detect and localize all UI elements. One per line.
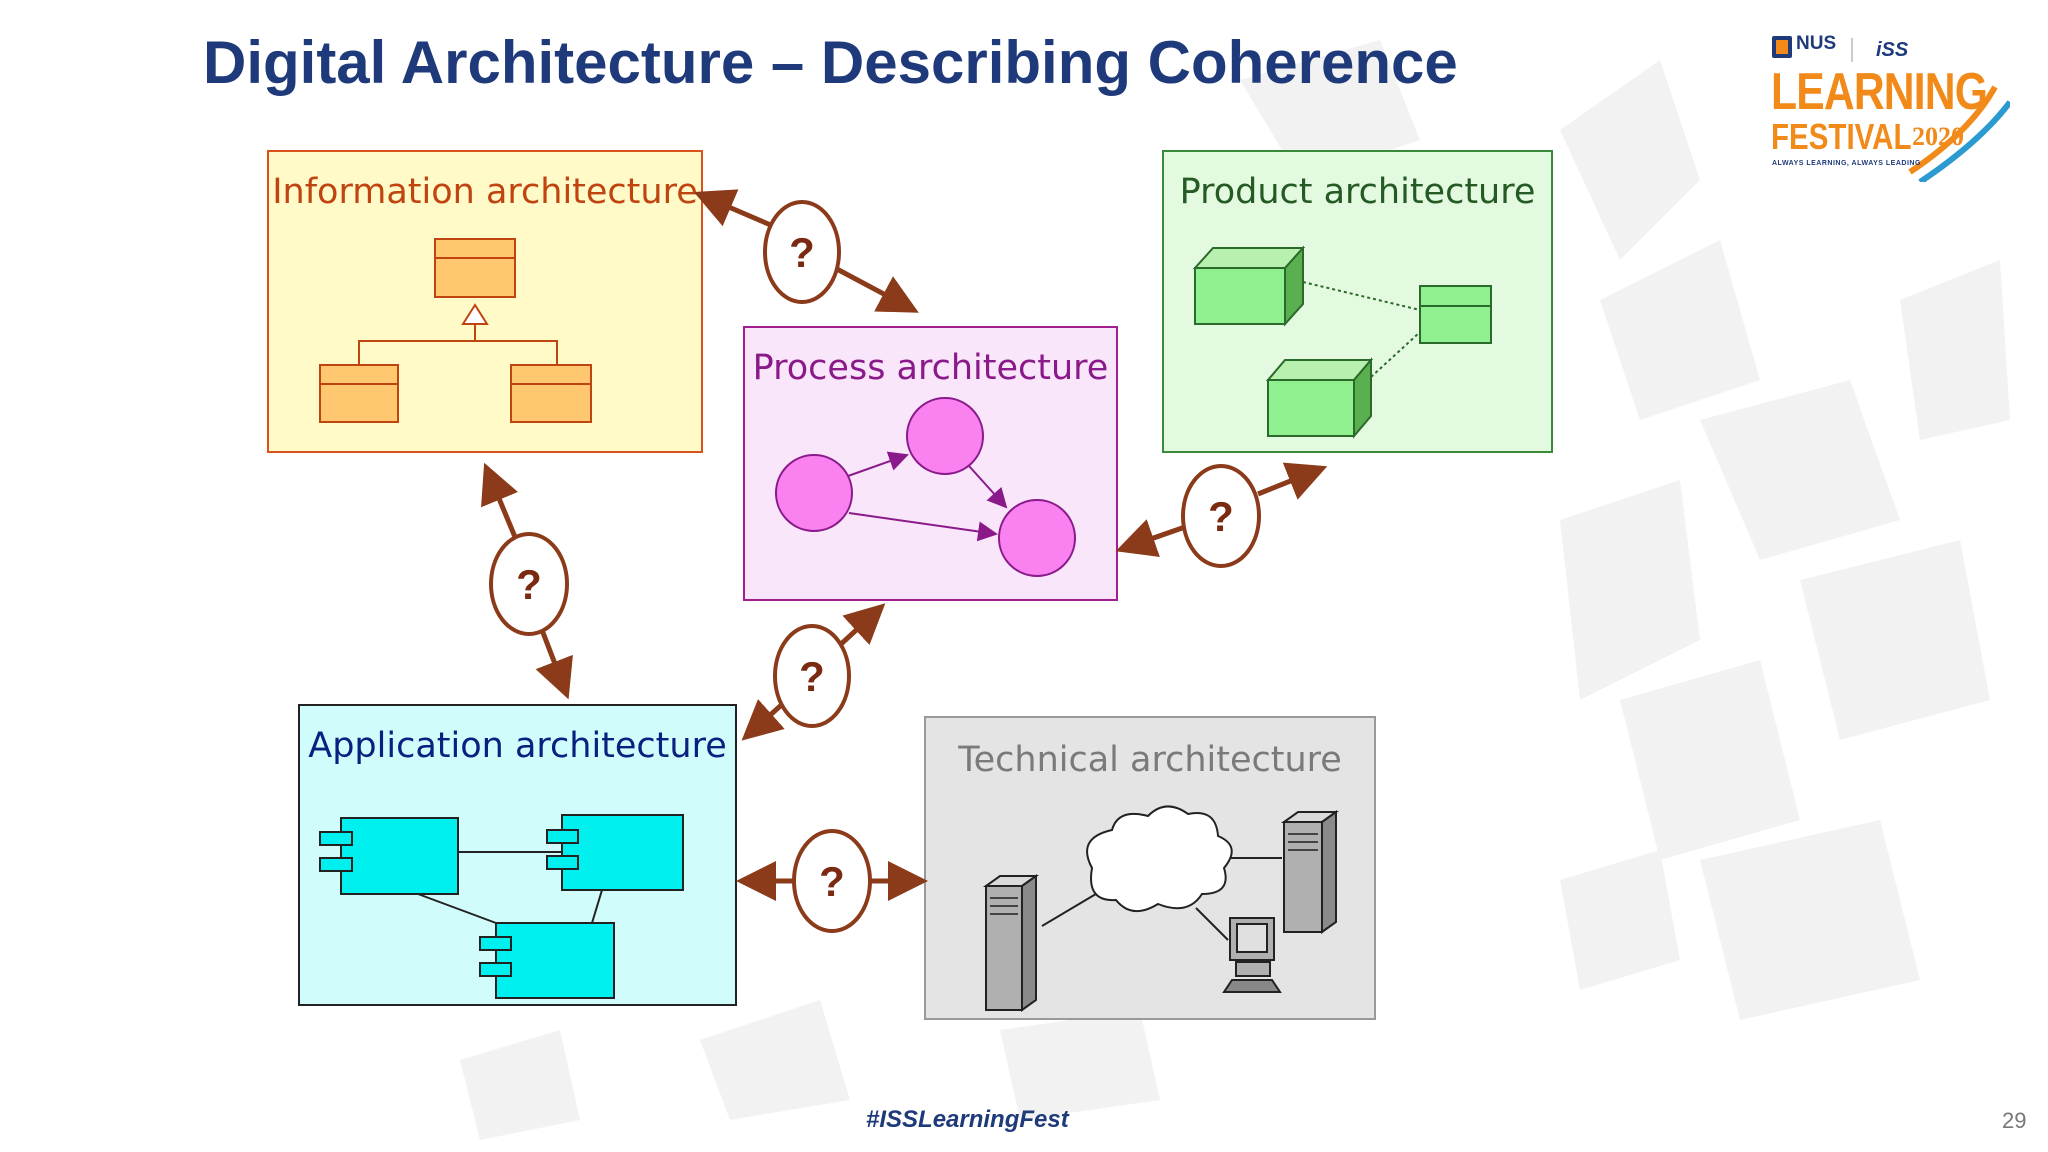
component-diagram-icon — [319, 814, 684, 999]
connector-app-tech-ellipse — [792, 829, 872, 933]
process-flow-icon — [775, 397, 1076, 577]
product-architecture-box: Product architecture — [1162, 150, 1553, 453]
connector-info-app-label: ? — [516, 561, 542, 608]
connector-process-product-label: ? — [1208, 493, 1234, 540]
application-architecture-label: Application architecture — [308, 726, 727, 766]
application-architecture-box: Application architecture — [298, 704, 737, 1006]
logo-year: 2020 — [1912, 122, 1964, 151]
connector-app-tech-label: ? — [819, 858, 845, 905]
technical-architecture-box: Technical architecture — [924, 716, 1376, 1020]
logo-festival: FESTIVAL — [1771, 116, 1912, 157]
learning-festival-logo — [1772, 36, 2010, 182]
information-architecture-box: Information architecture — [267, 150, 703, 453]
process-architecture-box: Process architecture — [743, 326, 1118, 601]
class-diagram-icon — [319, 238, 592, 423]
connector-info-process-line — [693, 189, 774, 229]
logo-learning: LEARNING — [1771, 63, 1988, 121]
page-number: 29 — [2002, 1108, 2027, 1133]
information-architecture-label: Information architecture — [272, 172, 698, 212]
footer-hashtag: #ISSLearningFest — [866, 1106, 1069, 1133]
connector-info-process-label: ? — [789, 229, 815, 276]
logo-tagline: ALWAYS LEARNING, ALWAYS LEADING — [1772, 160, 1921, 167]
connector-process-app-ellipse — [773, 624, 851, 728]
connector-info-process-ellipse — [763, 200, 841, 304]
connector-process-product-ellipse — [1181, 464, 1261, 568]
slide-title: Digital Architecture – Describing Cohere… — [203, 29, 1458, 96]
connector-info-app-line — [481, 462, 518, 538]
technical-architecture-label: Technical architecture — [958, 740, 1342, 780]
network-infrastructure-icon — [982, 805, 1340, 1012]
product-structure-icon — [1192, 245, 1492, 439]
nus-logo-text: NUS — [1796, 33, 1837, 54]
connector-info-app-ellipse — [489, 532, 569, 636]
product-architecture-label: Product architecture — [1179, 172, 1536, 212]
connector-process-app-label: ? — [799, 653, 825, 700]
iss-logo-text: iSS — [1876, 39, 1909, 61]
connector-process-product-line — [1115, 519, 1186, 557]
process-architecture-label: Process architecture — [752, 348, 1109, 388]
